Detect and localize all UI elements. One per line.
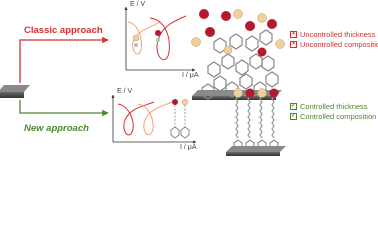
check-box-icon: ✓	[290, 113, 297, 120]
bottom-y-axis-label: E / V	[117, 88, 133, 95]
note-text: Uncontrolled composition	[300, 40, 378, 49]
top-y-axis-label: E / V	[130, 1, 146, 8]
substrate-electrode	[0, 85, 30, 98]
new-approach-label: New approach	[24, 123, 89, 134]
ordered-monolayer	[226, 88, 286, 156]
note-text: Controlled thickness	[300, 102, 368, 111]
x-box-icon: ×	[290, 31, 297, 38]
note-text: Uncontrolled thickness	[300, 30, 376, 39]
x-box-icon: ×	[290, 41, 297, 48]
diagram-canvas	[0, 6, 286, 156]
bottom-cv-plot	[111, 94, 197, 144]
check-box-icon: ✓	[290, 103, 297, 110]
note-controlled-composition: ✓ Controlled composition	[290, 112, 376, 121]
bottom-x-axis-label: I / μA	[180, 144, 197, 151]
note-uncontrolled-thickness: × Uncontrolled thickness	[290, 30, 375, 39]
classic-approach-label: Classic approach	[24, 25, 103, 36]
classic-branch-arrow	[19, 36, 109, 83]
note-uncontrolled-composition: × Uncontrolled composition	[290, 40, 378, 49]
new-branch-arrow	[19, 100, 109, 117]
note-controlled-thickness: ✓ Controlled thickness	[290, 102, 368, 111]
note-text: Controlled composition	[300, 112, 377, 121]
top-x-axis-label: I / μA	[182, 72, 199, 79]
disordered-film	[191, 9, 285, 100]
top-cv-plot	[124, 6, 196, 72]
